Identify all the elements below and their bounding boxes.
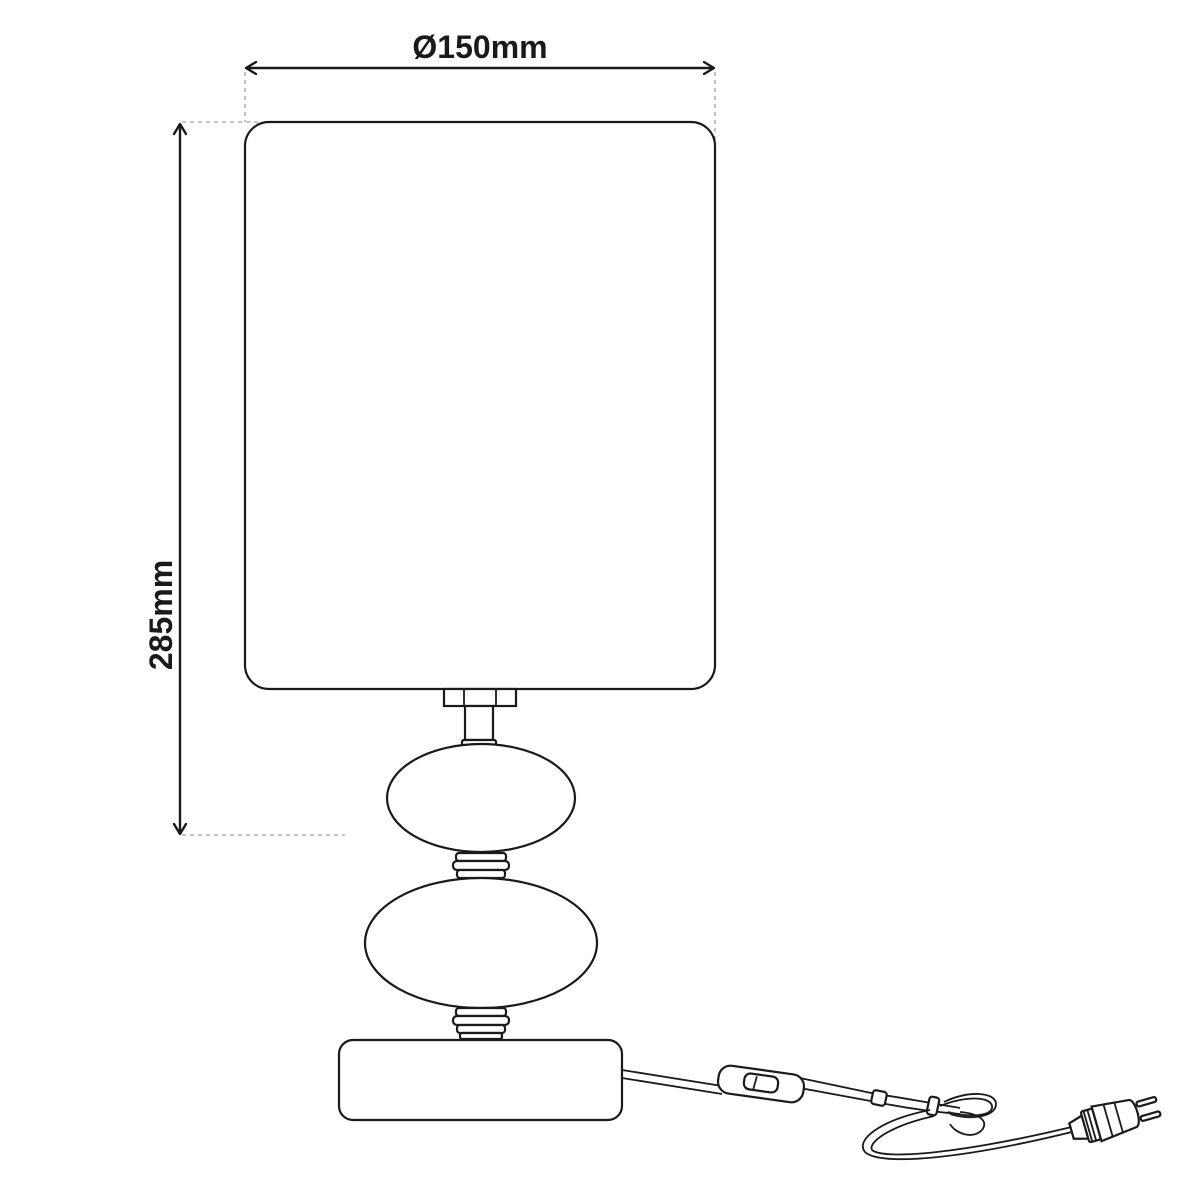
upper-spacer: [451, 851, 511, 880]
height-dimension: 285mm: [143, 122, 188, 836]
neck: [442, 687, 518, 750]
height-label: 285mm: [143, 560, 179, 670]
lamp-shade: [243, 120, 717, 691]
lower-ceramic-ball: [363, 876, 599, 1010]
lower-spacer: [451, 1006, 511, 1041]
diameter-label: Ø150mm: [412, 29, 547, 65]
cable: [621, 1069, 1085, 1161]
width-dimension: Ø150mm: [244, 29, 716, 76]
inline-switch: [716, 1064, 806, 1104]
plug: [1068, 1095, 1162, 1144]
base: [337, 1038, 624, 1122]
upper-ceramic-ball: [385, 742, 577, 854]
extension-lines: [182, 72, 716, 836]
